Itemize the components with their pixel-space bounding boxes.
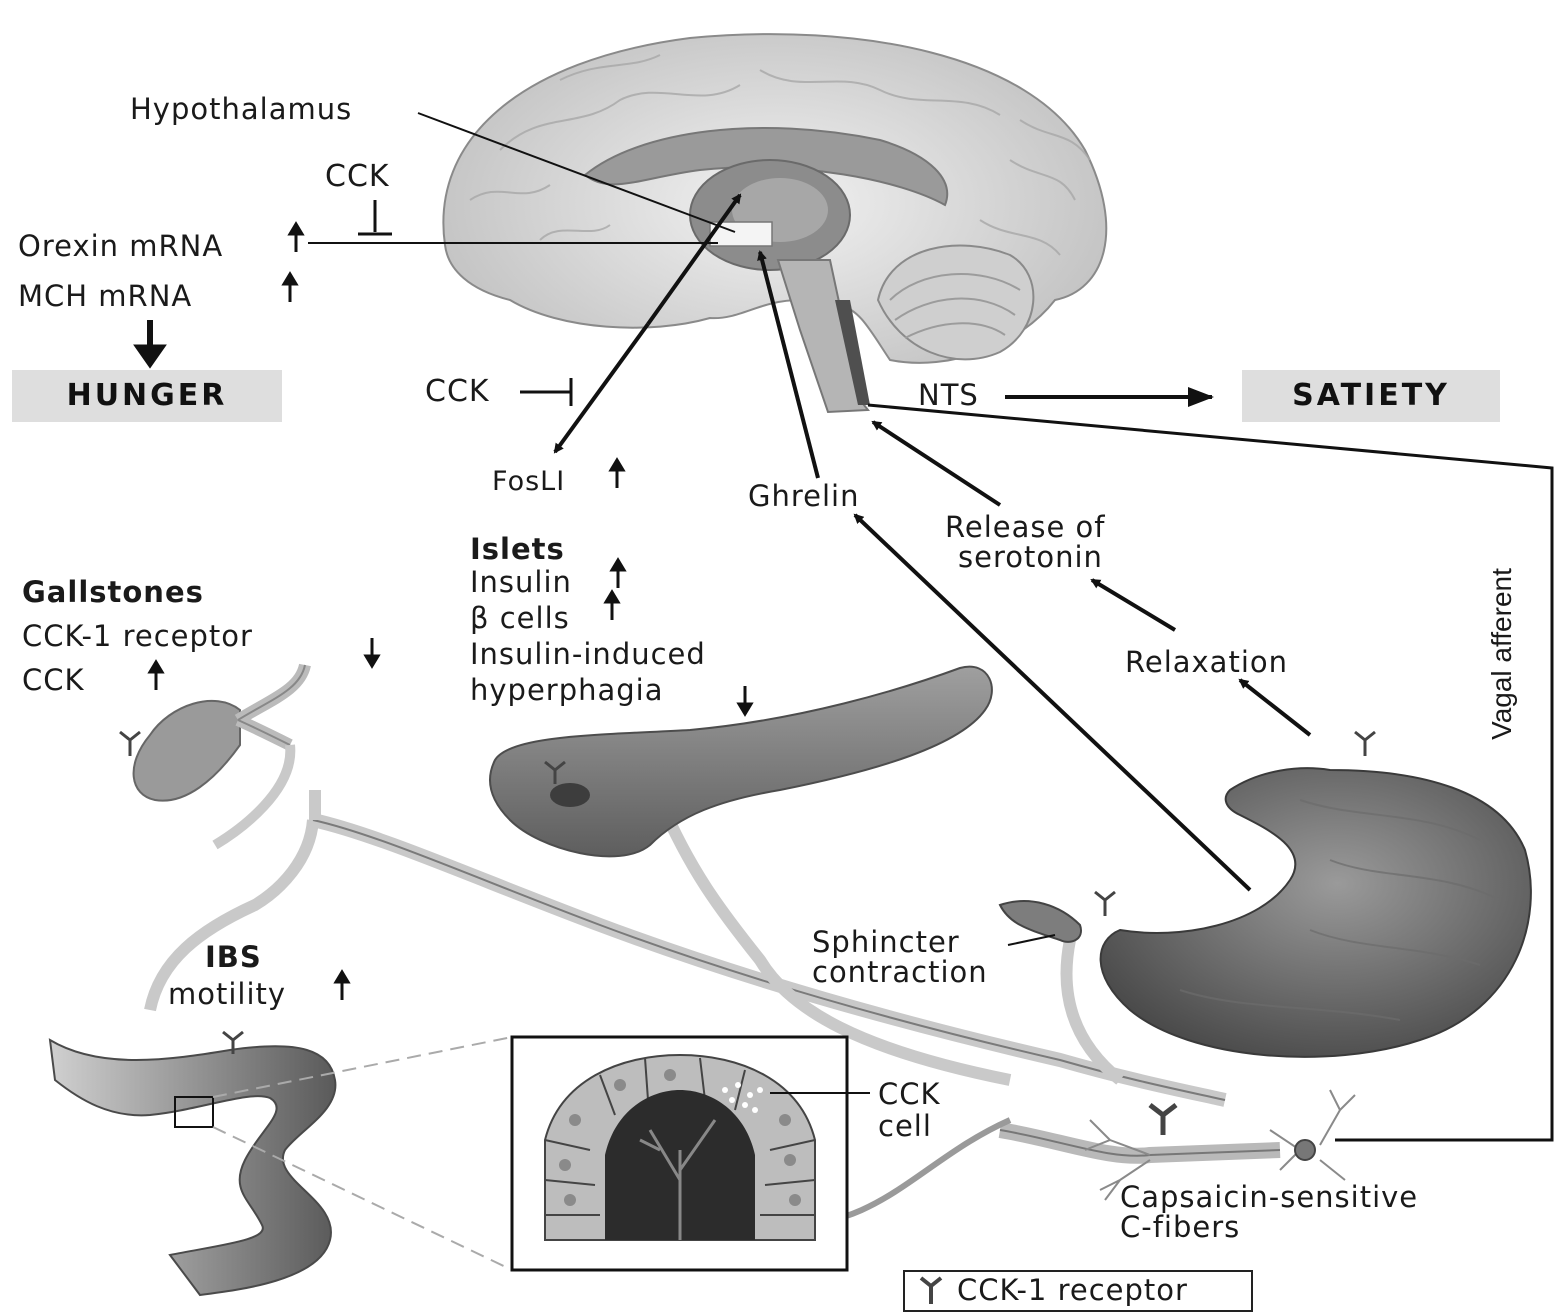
legend-box: CCK-1 receptor [903,1270,1253,1312]
label-hyperphagia: hyperphagia [470,676,664,705]
label-insulin-induced: Insulin-induced [470,640,706,669]
label-beta-cells: β cells [470,604,570,633]
brain-illustration [443,34,1106,412]
label-cck1-receptor-gall: CCK-1 receptor [22,622,253,651]
label-mch-mrna: MCH mRNA [18,282,192,311]
satiety-box: SATIETY [1242,370,1500,422]
label-cck-gall: CCK [22,666,85,695]
change-indicators [136,224,751,1000]
intestine-illustration [50,1040,335,1295]
label-relaxation: Relaxation [1125,648,1288,677]
label-motility: motility [168,980,286,1009]
label-contraction: contraction [812,958,988,987]
label-ghrelin: Ghrelin [748,482,859,511]
label-cck-orexin-inhibitor: CCK [325,162,390,192]
label-insulin: Insulin [470,568,572,597]
label-sphincter: Sphincter [812,928,960,957]
label-orexin-mrna: Orexin mRNA [18,232,223,261]
label-capsaicin: Capsaicin-sensitive [1120,1183,1418,1212]
receptor-icon-sphincter [1095,892,1115,916]
receptor-icon-nerve [1150,1105,1176,1135]
label-serotonin: serotonin [958,543,1103,572]
receptor-icon-gallbladder [120,732,140,756]
legend-receptor-icon [911,1274,951,1308]
label-ibs: IBS [205,943,262,972]
label-nts: NTS [918,381,979,410]
label-gallstones: Gallstones [22,578,204,607]
label-islets: Islets [470,535,565,564]
label-cck-cell-2: cell [878,1112,932,1141]
label-vagal-afferent: Vagal afferent [1488,559,1516,749]
hunger-box: HUNGER [12,370,282,422]
receptor-icon-stomach [1355,732,1375,756]
label-c-fibers: C-fibers [1120,1213,1240,1242]
label-cck-cell-1: CCK [878,1080,941,1109]
label-fosli: FosLI [492,468,565,495]
legend-label: CCK-1 receptor [957,1276,1188,1305]
label-cck-fos-inhibitor: CCK [425,377,490,407]
inset-panel [512,1037,870,1270]
label-release-of: Release of [945,513,1105,542]
stomach-illustration [1000,768,1531,1057]
label-hypothalamus: Hypothalamus [130,95,352,124]
